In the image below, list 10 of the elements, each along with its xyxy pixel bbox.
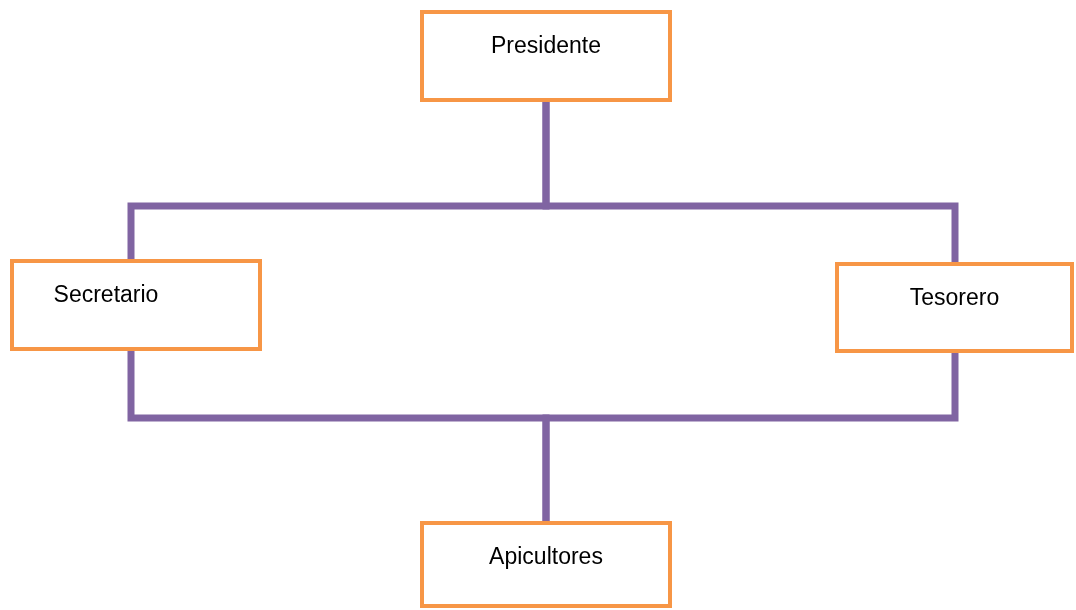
org-box [835, 262, 1074, 353]
role-label: Presidente [490, 32, 602, 59]
connector-line [542, 102, 959, 262]
role-label: Apicultores [488, 543, 604, 570]
role-label: Tesorero [908, 284, 1001, 311]
org-box [10, 259, 262, 351]
role-label: Secretario [52, 281, 160, 308]
org-box [420, 10, 672, 102]
org-box [420, 521, 672, 608]
connector-line [542, 353, 959, 521]
